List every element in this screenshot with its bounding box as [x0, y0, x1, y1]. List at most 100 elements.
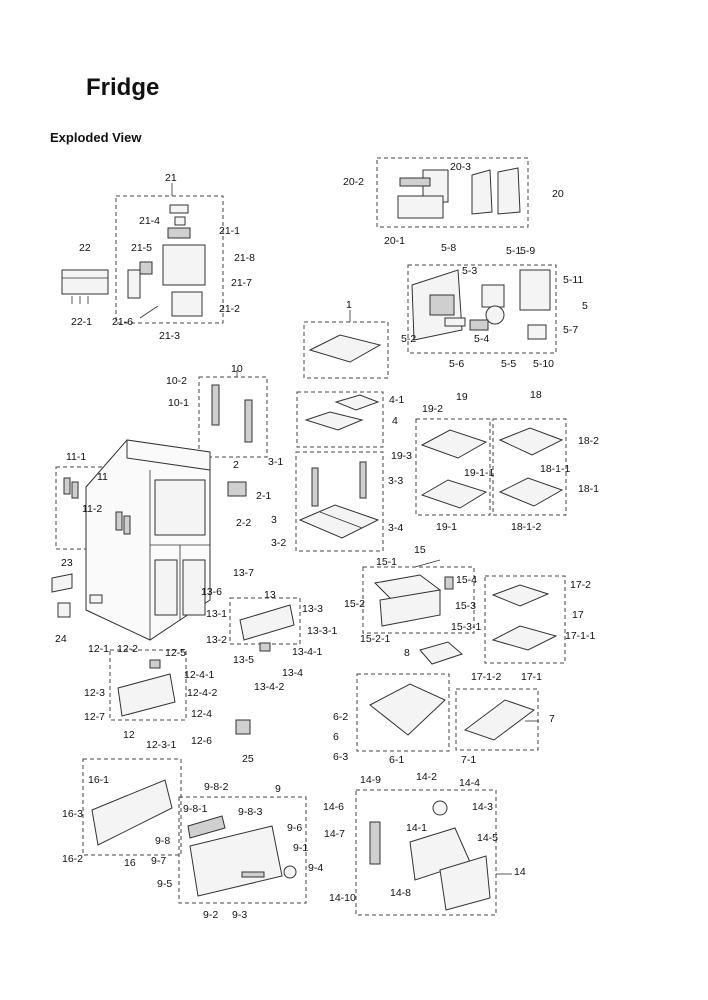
callout-9-4: 9-4	[308, 862, 323, 874]
callout-13: 13	[264, 589, 276, 601]
callout-21: 21	[165, 172, 177, 184]
callout-20-2: 20-2	[343, 176, 364, 188]
callout-9-1: 9-1	[293, 842, 308, 854]
group-box-12	[109, 649, 187, 721]
callout-5-10: 5-10	[533, 358, 554, 370]
callout-12-2: 12-2	[117, 643, 138, 655]
callout-15-3-1: 15-3-1	[451, 621, 482, 633]
group-box-7	[455, 688, 539, 751]
callout-11-2: 11-2	[82, 503, 102, 515]
part-11-panels	[63, 477, 131, 535]
callout-14-8: 14-8	[390, 887, 411, 899]
part-9-assembly	[187, 815, 297, 897]
part-15-bin	[373, 574, 454, 627]
callout-3: 3	[271, 514, 277, 526]
callout-17-1-1: 17-1-1	[565, 630, 596, 642]
callout-21-3: 21-3	[159, 330, 180, 342]
callout-9-3: 9-3	[232, 909, 247, 921]
callout-13-6: 13-6	[201, 586, 222, 598]
callout-16: 16	[124, 857, 136, 869]
callout-5-9: 5-9	[520, 245, 535, 257]
parts-18-19-shelves	[420, 427, 564, 509]
callout-4-1: 4-1	[389, 394, 404, 406]
callout-7-1: 7-1	[461, 754, 476, 766]
callout-9-6: 9-6	[287, 822, 302, 834]
callout-14-10: 14-10	[329, 892, 356, 904]
callout-25: 25	[242, 753, 254, 765]
group-box-9	[178, 796, 307, 904]
group-box-19	[415, 418, 491, 516]
callout-21-4: 21-4	[139, 215, 160, 227]
callout-12-4-2: 12-4-2	[187, 687, 218, 699]
callout-3-4: 3-4	[388, 522, 403, 534]
group-boxes	[55, 157, 567, 916]
callout-16-1: 16-1	[88, 774, 109, 786]
callout-14-6: 14-6	[323, 801, 344, 813]
part-5-fan-assembly	[411, 269, 551, 341]
callout-12-3-1: 12-3-1	[146, 739, 177, 751]
callout-24: 24	[55, 633, 67, 645]
callout-6-1: 6-1	[389, 754, 404, 766]
callout-5: 5	[582, 300, 588, 312]
callout-3-1: 3-1	[268, 456, 283, 468]
callout-5-8: 5-8	[441, 242, 456, 254]
callout-14-7: 14-7	[324, 828, 345, 840]
group-box-6	[356, 673, 450, 752]
callout-21-2: 21-2	[219, 303, 240, 315]
part-16-duct	[91, 779, 173, 846]
leader-lines	[171, 183, 539, 875]
callout-1: 1	[346, 299, 352, 311]
part-25-fitting	[235, 719, 251, 735]
callout-18-1-2: 18-1-2	[511, 521, 542, 533]
callout-13-2: 13-2	[206, 634, 227, 646]
part-14-assembly	[369, 800, 491, 911]
callout-15-3: 15-3	[455, 600, 476, 612]
callout-23: 23	[61, 557, 73, 569]
callout-13-3-1: 13-3-1	[307, 625, 338, 637]
group-box-15	[362, 566, 475, 634]
callout-14-2: 14-2	[416, 771, 437, 783]
parts	[51, 167, 564, 911]
fridge-cabinet	[85, 439, 211, 641]
callout-19-3: 19-3	[391, 450, 412, 462]
part-13-control	[239, 604, 295, 652]
callout-11-1: 11-1	[66, 451, 86, 463]
page-title: Fridge	[86, 74, 160, 101]
group-box-18	[492, 418, 567, 516]
part-7-cover	[463, 699, 536, 741]
group-box-5	[407, 264, 557, 354]
callout-21-7: 21-7	[231, 277, 252, 289]
callout-21-6: 21-6	[112, 316, 133, 328]
callout-18-2: 18-2	[578, 435, 599, 447]
group-box-14	[355, 789, 497, 916]
part-10-strips	[211, 384, 253, 443]
callout-20-3: 20-3	[450, 161, 471, 173]
ice-maker-assembly	[127, 204, 206, 319]
group-box-16	[82, 758, 182, 856]
callout-15-1: 15-1	[376, 556, 397, 568]
callout-9-5: 9-5	[157, 878, 172, 890]
callout-5-2: 5-2	[401, 333, 416, 345]
callout-16-2: 16-2	[62, 853, 83, 865]
callout-22: 22	[79, 242, 91, 254]
part-20-dispenser	[397, 167, 521, 219]
callout-9-8: 9-8	[155, 835, 170, 847]
callout-5-3: 5-3	[462, 265, 477, 277]
callout-17-1: 17-1	[521, 671, 542, 683]
callout-19-1-1: 19-1-1	[464, 467, 495, 479]
section-heading: Exploded View	[50, 130, 142, 145]
callout-17: 17	[572, 609, 584, 621]
callout-10-2: 10-2	[166, 375, 187, 387]
callout-13-1: 13-1	[206, 608, 227, 620]
callout-15-2-1: 15-2-1	[360, 633, 391, 645]
callout-2: 2	[233, 459, 239, 471]
part-12-panel	[117, 659, 176, 717]
callout-13-4-2: 13-4-2	[254, 681, 285, 693]
part-8-drawer	[419, 641, 463, 665]
callout-13-3: 13-3	[302, 603, 323, 615]
callout-12-4: 12-4	[191, 708, 212, 720]
callout-8: 8	[404, 647, 410, 659]
callout-9-8-1: 9-8-1	[183, 803, 208, 815]
part-4-drawers	[304, 394, 380, 431]
callout-14-5: 14-5	[477, 832, 498, 844]
